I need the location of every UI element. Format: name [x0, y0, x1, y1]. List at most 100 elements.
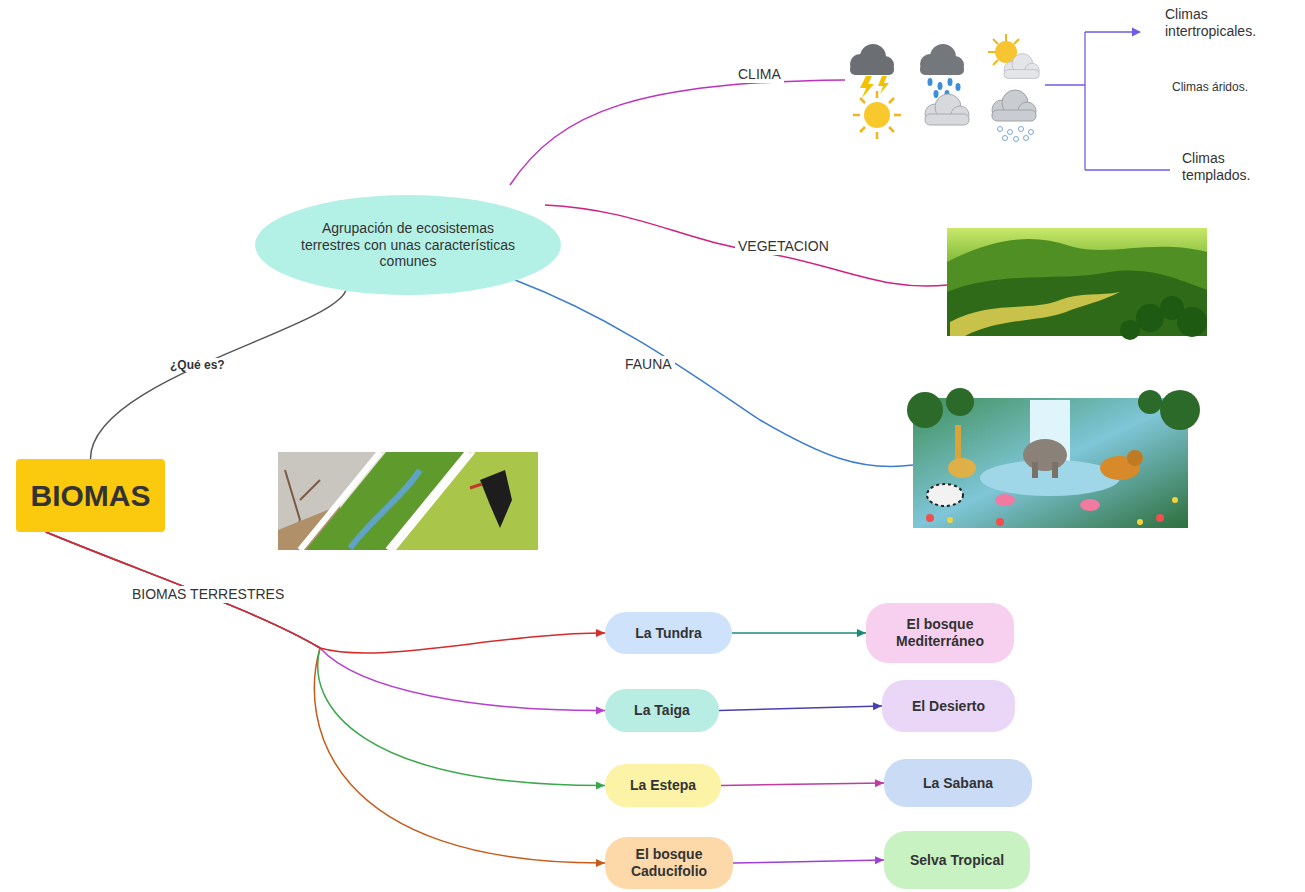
sun-icon	[876, 132, 879, 139]
biome-box: El bosque Caducifolio	[605, 837, 733, 889]
node-label: BIOMAS	[26, 478, 155, 514]
sun-cloud-icon	[993, 60, 998, 65]
rain-icon	[928, 78, 933, 86]
fauna-picture	[1032, 462, 1038, 478]
connector-line	[90, 291, 345, 459]
biome-box: El bosque Mediterráneo	[866, 603, 1014, 663]
bracket-foot	[1085, 169, 1170, 170]
fauna-picture	[926, 514, 1164, 526]
snow-icon	[1014, 137, 1019, 142]
connector-line	[46, 532, 605, 786]
climate-label: Climas templados.	[1182, 150, 1292, 184]
vegetation-photo	[947, 228, 1207, 340]
storm-icon	[878, 76, 889, 94]
fauna-picture	[996, 518, 1004, 526]
connector-line	[46, 532, 605, 863]
node-label: La Tundra	[615, 625, 722, 642]
biome-box: La Sabana	[884, 759, 1032, 807]
sun-icon	[876, 91, 879, 98]
storm-icon	[850, 44, 894, 75]
fauna-picture	[913, 398, 1188, 528]
connector-line	[721, 783, 884, 786]
vegetation-photo	[950, 292, 1120, 336]
vegetation-photo	[1136, 304, 1164, 332]
biome-box: Selva Tropical	[884, 831, 1030, 889]
sun-icon	[853, 114, 860, 117]
cloud-icon	[925, 94, 969, 125]
sun-icon	[853, 91, 901, 139]
node-text-group: El Desierto	[892, 698, 1005, 715]
cloud-icon	[925, 94, 969, 125]
fauna-picture	[927, 484, 963, 506]
vegetation-photo	[1120, 320, 1140, 340]
biome-box: La Taiga	[605, 689, 719, 732]
snow-icon	[1008, 130, 1013, 135]
fauna-picture	[947, 497, 1178, 525]
fauna-picture	[907, 388, 1200, 430]
bracket-arrow	[1085, 31, 1140, 32]
sun-icon	[894, 114, 901, 117]
fauna-picture	[1127, 450, 1143, 466]
node-text-group: La Tundra	[615, 625, 722, 642]
node-label: Agrupación de ecosistemas terrestres con…	[295, 220, 521, 270]
edge-label: BIOMAS TERRESTRES	[130, 586, 286, 603]
storm-icon	[860, 76, 874, 98]
connector-line	[46, 532, 605, 653]
node-label: Selva Tropical	[894, 852, 1020, 869]
fauna-picture	[1172, 497, 1178, 503]
fauna-picture	[1137, 519, 1143, 525]
bracket-spine	[1084, 32, 1085, 170]
fauna-line	[515, 280, 913, 467]
fauna-picture	[1156, 514, 1164, 522]
sun-cloud-icon	[1005, 34, 1007, 41]
edge-label: ¿Qué es?	[168, 358, 227, 372]
sun-cloud-icon	[1004, 54, 1039, 79]
arrow-head	[857, 629, 866, 637]
sun-cloud-icon	[1014, 39, 1019, 44]
rain-icon	[948, 78, 953, 86]
snow-icon	[1019, 127, 1024, 132]
rain-icon	[920, 44, 964, 75]
node-label: La Sabana	[894, 775, 1022, 792]
biome-box: La Estepa	[605, 764, 721, 807]
sun-icon	[860, 98, 865, 103]
node-label: El Desierto	[892, 698, 1005, 715]
sun-icon	[889, 127, 894, 132]
node-text-group: La Estepa	[615, 777, 711, 794]
node-text-group: Selva Tropical	[894, 852, 1020, 869]
fauna-picture	[1138, 390, 1162, 414]
fauna-picture	[995, 494, 1015, 506]
rain-icon	[920, 44, 964, 98]
ellipse-shape	[255, 195, 561, 295]
node-text-group: La Taiga	[615, 702, 709, 719]
connector-line	[719, 706, 882, 711]
climate-bracket	[1045, 32, 1170, 170]
biome-box: La Tundra	[605, 612, 732, 654]
snow-icon	[998, 127, 1003, 132]
vegetation-photo	[947, 271, 1207, 336]
climate-label: Climas áridos.	[1172, 80, 1248, 94]
rain-icon	[956, 83, 961, 91]
arrow-head	[875, 856, 884, 864]
root-box: BIOMAS	[16, 459, 165, 532]
arrow-head	[875, 779, 884, 787]
node-text-group: El bosque Caducifolio	[615, 846, 723, 880]
fauna-picture	[1052, 462, 1058, 478]
biome-collage	[278, 452, 538, 550]
snow-icon	[992, 90, 1036, 142]
clima-line	[510, 80, 845, 185]
arrow-head	[596, 782, 605, 790]
vegetation-photo	[1177, 307, 1207, 337]
node-text-group: Agrupación de ecosistemas terrestres con…	[295, 220, 521, 270]
fauna-picture	[946, 388, 974, 416]
fauna-picture	[1023, 439, 1067, 471]
snow-icon	[998, 127, 1034, 142]
fauna-picture	[926, 514, 934, 522]
rain-icon	[934, 90, 939, 98]
sun-icon	[860, 127, 865, 132]
sun-icon	[864, 102, 890, 128]
sun-cloud-icon	[1004, 54, 1039, 79]
biome-collage	[394, 452, 474, 550]
biome-box: El Desierto	[882, 680, 1015, 732]
